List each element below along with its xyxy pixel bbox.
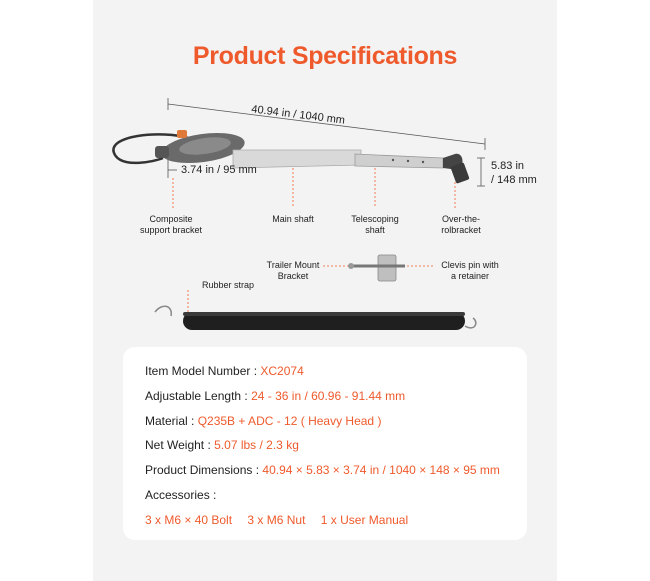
- spec-net-weight: Net Weight : 5.07 lbs / 2.3 kg: [145, 438, 299, 452]
- label-rubber-strap: Rubber strap: [201, 280, 255, 290]
- spec-product-dimensions: Product Dimensions : 40.94 × 5.83 × 3.74…: [145, 463, 500, 477]
- spec-adjustable-length: Adjustable Length : 24 - 36 in / 60.96 -…: [145, 389, 406, 403]
- height-dimension-line2: / 148 mm: [491, 174, 537, 186]
- label-main-shaft: Main shaft: [272, 214, 314, 224]
- spec-card: Item Model Number : XC2074 Adjustable Le…: [123, 347, 527, 540]
- spec-material: Material : Q235B + ADC - 12 ( Heavy Head…: [145, 414, 382, 428]
- telescoping-shaft-bar: [354, 153, 444, 169]
- length-dimension-line: [167, 103, 486, 145]
- width-dimension: 3.74 in / 95 mm: [181, 164, 257, 176]
- spec-model-number: Item Model Number : XC2074: [145, 364, 304, 378]
- page-title: Product Specifications: [192, 42, 458, 70]
- stabilizer-illustration: [112, 98, 486, 330]
- accessory-item: 1 x User Manual: [320, 513, 409, 527]
- spec-accessories-label: Accessories :: [145, 488, 217, 502]
- accessory-item: 3 x M6 × 40 Bolt: [145, 513, 233, 527]
- accessories-list: 3 x M6 × 40 Bolt 3 x M6 Nut 1 x User Man…: [145, 513, 420, 527]
- product-diagram: 40.94 in / 1040 mm 3.74 in / 95 mm 5.83 …: [93, 90, 557, 340]
- cable-loop: [112, 133, 189, 165]
- height-dimension-line1: 5.83 in: [491, 160, 525, 172]
- label-over-the-roll-bracket: Over-the-rolbracket: [441, 214, 481, 235]
- trailer-mount-bracket-part: [377, 254, 397, 282]
- accessory-item: 3 x M6 Nut: [247, 513, 306, 527]
- rubber-strap-part: [183, 312, 465, 330]
